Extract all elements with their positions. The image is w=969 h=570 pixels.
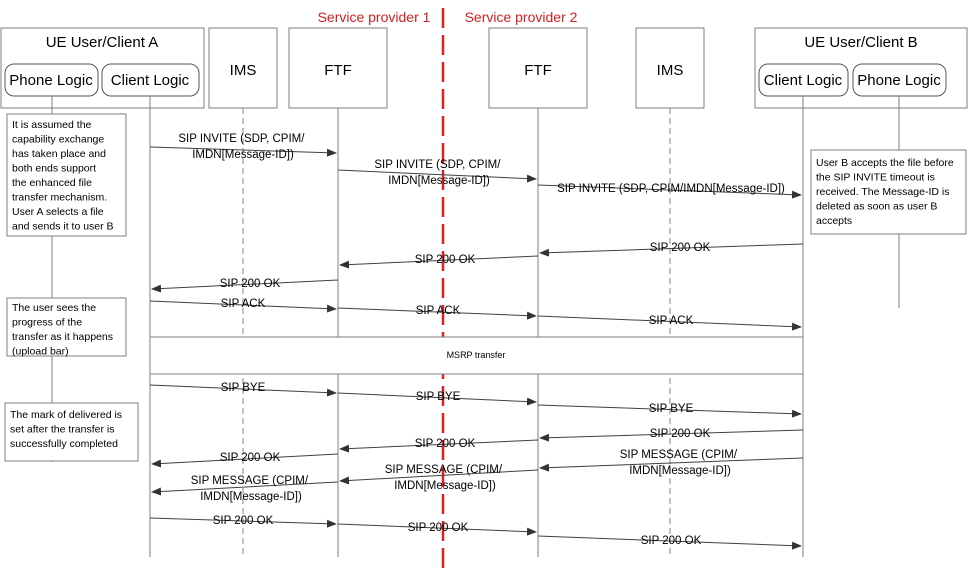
label-ok-6: SIP 200 OK [220, 452, 281, 464]
label-ok-2: SIP 200 OK [415, 254, 476, 266]
provider-1-label: Service provider 1 [318, 9, 431, 25]
ftf-a-label: FTF [324, 62, 352, 79]
note-b1-text: User B accepts the file before the SIP I… [816, 157, 957, 227]
client-b-title: UE User/Client B [804, 34, 917, 51]
provider-2-label: Service provider 2 [465, 9, 578, 25]
arrow-bye-1 [149, 384, 337, 397]
arrow-ok-7 [149, 517, 337, 528]
note-client-b-accept: User B accepts the file before the SIP I… [810, 149, 967, 235]
note-client-a-start: It is assumed the capability exchange ha… [6, 113, 127, 237]
arrow-ok-8 [337, 523, 537, 536]
note-a2-text: The user sees the progress of the transf… [12, 302, 116, 358]
arrow-message-3 [151, 481, 339, 496]
phone-logic-a-label: Phone Logic [9, 72, 93, 89]
label-bye-1: SIP BYE [221, 382, 266, 394]
phone-logic-a: Phone Logic [4, 63, 99, 97]
label-invite-2: SIP INVITE (SDP, CPIM/ IMDN[Message-ID]) [374, 159, 503, 187]
arrow-ok-6 [151, 453, 339, 468]
client-logic-a-label: Client Logic [111, 72, 190, 89]
label-ok-3: SIP 200 OK [220, 278, 281, 290]
phone-logic-b: Phone Logic [852, 63, 947, 97]
arrow-message-2 [339, 469, 539, 485]
label-message-1: SIP MESSAGE (CPIM/ IMDN[Message-ID]) [620, 449, 741, 477]
arrow-invite-3 [537, 184, 802, 199]
ims-b-header: IMS [635, 27, 705, 109]
label-bye-3: SIP BYE [649, 403, 694, 415]
note-a1-text: It is assumed the capability exchange ha… [12, 119, 114, 233]
ims-b-label: IMS [657, 62, 684, 79]
ims-a-header: IMS [208, 27, 278, 109]
msrp-transfer-bar: MSRP transfer [149, 336, 804, 375]
note-a3-text: The mark of delivered is set after the t… [10, 409, 125, 450]
note-client-a-delivered: The mark of delivered is set after the t… [4, 402, 139, 462]
arrow-bye-2 [337, 392, 537, 406]
label-ack-3: SIP ACK [649, 315, 694, 327]
ftf-b-header: FTF [488, 27, 588, 109]
arrow-ok-3 [151, 279, 339, 293]
label-invite-1: SIP INVITE (SDP, CPIM/ IMDN[Message-ID]) [178, 133, 307, 161]
arrow-ack-1 [149, 300, 337, 313]
label-invite-3: SIP INVITE (SDP, CPIM/IMDN[Message-ID]) [557, 183, 785, 195]
arrow-ok-9 [537, 535, 802, 550]
arrow-invite-1 [149, 146, 337, 157]
arrow-ok-2 [339, 255, 539, 269]
label-ack-2: SIP ACK [416, 305, 461, 317]
label-ack-1: SIP ACK [221, 298, 266, 310]
label-bye-2: SIP BYE [416, 391, 461, 403]
ftf-a-header: FTF [288, 27, 388, 109]
arrow-message-1 [539, 457, 804, 472]
ftf-b-label: FTF [524, 62, 552, 79]
message-arrows: SIP INVITE (SDP, CPIM/ IMDN[Message-ID])… [149, 133, 804, 550]
msrp-transfer-label: MSRP transfer [447, 350, 506, 360]
label-ok-4: SIP 200 OK [650, 428, 711, 440]
client-a-title: UE User/Client A [46, 34, 159, 51]
label-ok-7: SIP 200 OK [213, 515, 274, 527]
client-logic-a: Client Logic [101, 63, 200, 97]
label-ok-9: SIP 200 OK [641, 535, 702, 547]
arrow-invite-2 [337, 169, 537, 183]
client-logic-b-label: Client Logic [764, 72, 843, 89]
phone-logic-b-label: Phone Logic [857, 72, 941, 89]
arrow-ok-5 [339, 439, 539, 453]
arrow-ack-3 [537, 315, 802, 331]
arrow-ok-4 [539, 429, 804, 442]
client-logic-b: Client Logic [758, 63, 849, 97]
label-message-3: SIP MESSAGE (CPIM/ IMDN[Message-ID]) [191, 475, 312, 503]
note-client-a-progress: The user sees the progress of the transf… [6, 297, 127, 358]
label-ok-1: SIP 200 OK [650, 242, 711, 254]
arrow-bye-3 [537, 404, 802, 418]
arrow-ok-1 [539, 243, 804, 257]
label-ok-5: SIP 200 OK [415, 438, 476, 450]
label-ok-8: SIP 200 OK [408, 522, 469, 534]
arrow-ack-2 [337, 307, 537, 320]
label-message-2: SIP MESSAGE (CPIM/ IMDN[Message-ID]) [385, 464, 506, 492]
ims-a-label: IMS [230, 62, 257, 79]
